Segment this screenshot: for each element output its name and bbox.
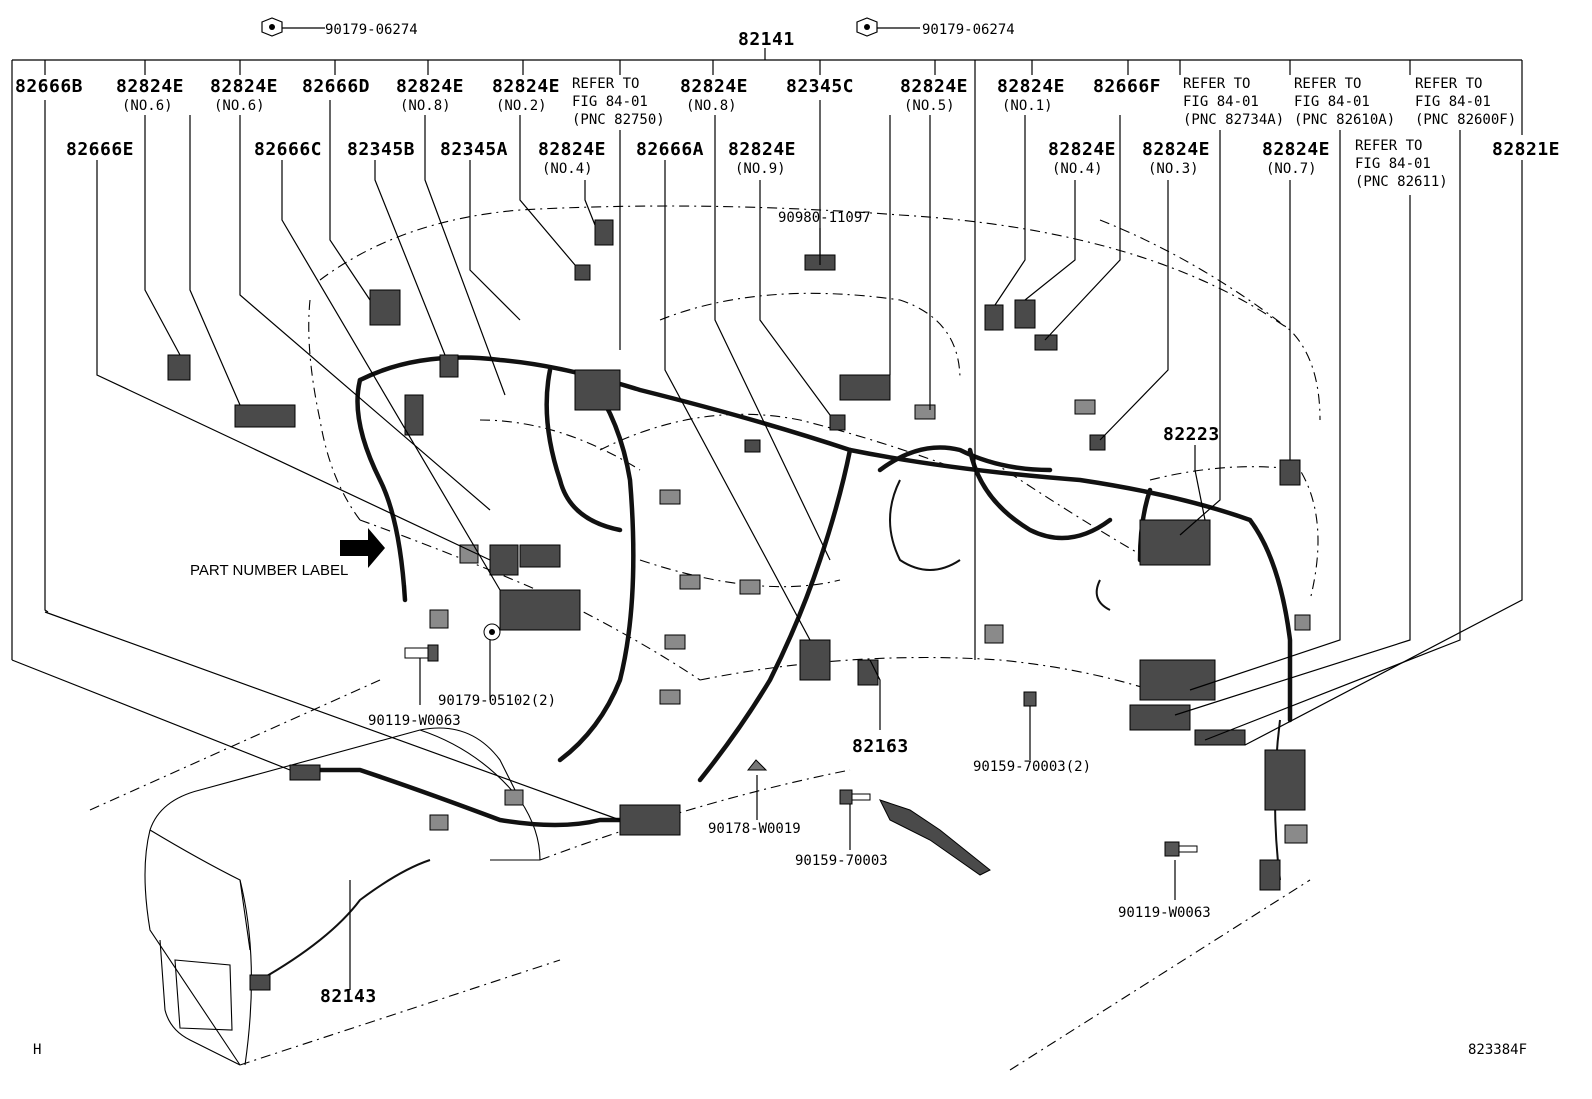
clip-center-label: 90178-W0019 xyxy=(708,821,801,837)
refer5-line3: (PNC 82611) xyxy=(1355,174,1448,190)
label-82666F: 82666F xyxy=(1093,76,1161,97)
screw-center-label: 90159-70003 xyxy=(795,853,888,869)
label-82824E-6b: 82824E xyxy=(210,76,278,97)
label-layer: 90179-06274 90179-06274 82141 82666B 828… xyxy=(15,22,1560,1058)
refer5-line1: REFER TO xyxy=(1355,138,1422,154)
refer2-line3: (PNC 82734A) xyxy=(1183,112,1284,128)
refer3-line1: REFER TO xyxy=(1294,76,1361,92)
screw-right-icon xyxy=(1023,691,1037,707)
label-82824E-5: 82824E xyxy=(900,76,968,97)
bolt-left-icon xyxy=(404,644,439,662)
label-82824E-4b: 82824E xyxy=(1048,139,1116,160)
relay-label: 82223 xyxy=(1163,424,1220,445)
label-82824E-6a: 82824E xyxy=(116,76,184,97)
refer3-line3: (PNC 82610A) xyxy=(1294,112,1395,128)
sensor-label: 82163 xyxy=(852,736,909,757)
label-82666A: 82666A xyxy=(636,139,704,160)
sub-no6b: (NO.6) xyxy=(214,98,265,114)
refer4-line1: REFER TO xyxy=(1415,76,1482,92)
clip-right-label: 90179-06274 xyxy=(922,22,1015,38)
label-82666C: 82666C xyxy=(254,139,322,160)
screw-center-icon xyxy=(839,789,871,805)
figure-code: 823384F xyxy=(1468,1042,1527,1058)
label-82824E-4a: 82824E xyxy=(538,139,606,160)
refer1-line2: FIG 84-01 xyxy=(572,94,648,110)
clip-left-label: 90179-06274 xyxy=(325,22,418,38)
footer-left-code: H xyxy=(33,1042,41,1058)
grommet-label: 90980-11097 xyxy=(778,210,871,226)
sub-no7: (NO.7) xyxy=(1266,161,1317,177)
refer1-line1: REFER TO xyxy=(572,76,639,92)
refer5-line2: FIG 84-01 xyxy=(1355,156,1431,172)
sub-no1: (NO.1) xyxy=(1002,98,1053,114)
label-82824E-3: 82824E xyxy=(1142,139,1210,160)
label-82345B: 82345B xyxy=(347,139,415,160)
nut-left-icon xyxy=(483,623,501,641)
refer1-line3: (PNC 82750) xyxy=(572,112,665,128)
label-82345C: 82345C xyxy=(786,76,854,97)
sub-no8a: (NO.8) xyxy=(400,98,451,114)
label-82666B: 82666B xyxy=(15,76,83,97)
label-82666E: 82666E xyxy=(66,139,134,160)
sub-no2: (NO.2) xyxy=(496,98,547,114)
refer3-line2: FIG 84-01 xyxy=(1294,94,1370,110)
leader-lines xyxy=(11,100,1523,990)
header-bracket xyxy=(11,27,1523,660)
label-82824E-9: 82824E xyxy=(728,139,796,160)
sub-no4b: (NO.4) xyxy=(1052,161,1103,177)
refer2-line1: REFER TO xyxy=(1183,76,1250,92)
sub-no3: (NO.3) xyxy=(1148,161,1199,177)
refer2-line2: FIG 84-01 xyxy=(1183,94,1259,110)
clip-left-icon xyxy=(261,17,283,37)
sub-no6a: (NO.6) xyxy=(122,98,173,114)
floor-console-outline xyxy=(89,679,1311,1071)
label-82821E: 82821E xyxy=(1492,139,1560,160)
sub-no8b: (NO.8) xyxy=(686,98,737,114)
clip-center-icon xyxy=(746,759,768,771)
sub-no4a: (NO.4) xyxy=(542,161,593,177)
label-82824E-7: 82824E xyxy=(1262,139,1330,160)
sub-no9: (NO.9) xyxy=(735,161,786,177)
refer4-line2: FIG 84-01 xyxy=(1415,94,1491,110)
part-number-label-text: PART NUMBER LABEL xyxy=(190,562,348,579)
label-82345A: 82345A xyxy=(440,139,508,160)
floor-harness-label: 82143 xyxy=(320,986,377,1007)
main-harness-label: 82141 xyxy=(738,29,795,50)
refer4-line3: (PNC 82600F) xyxy=(1415,112,1516,128)
bolt-right-icon xyxy=(1164,841,1198,857)
screw-right-label: 90159-70003(2) xyxy=(973,759,1091,775)
label-82824E-8a: 82824E xyxy=(396,76,464,97)
label-82824E-8b: 82824E xyxy=(680,76,748,97)
label-82666D: 82666D xyxy=(302,76,370,97)
bolt-left2-label: 90119-W0063 xyxy=(368,713,461,729)
bolt-left-label: 90179-05102(2) xyxy=(438,693,556,709)
label-82824E-1: 82824E xyxy=(997,76,1065,97)
sub-no5: (NO.5) xyxy=(904,98,955,114)
main-wire-harness xyxy=(259,355,1293,981)
fastener-icons xyxy=(261,17,1198,857)
bolt-right-label: 90119-W0063 xyxy=(1118,905,1211,921)
arrow-icon xyxy=(340,528,385,568)
connectors xyxy=(167,219,1311,991)
label-82824E-2: 82824E xyxy=(492,76,560,97)
clip-right-icon xyxy=(856,17,878,37)
